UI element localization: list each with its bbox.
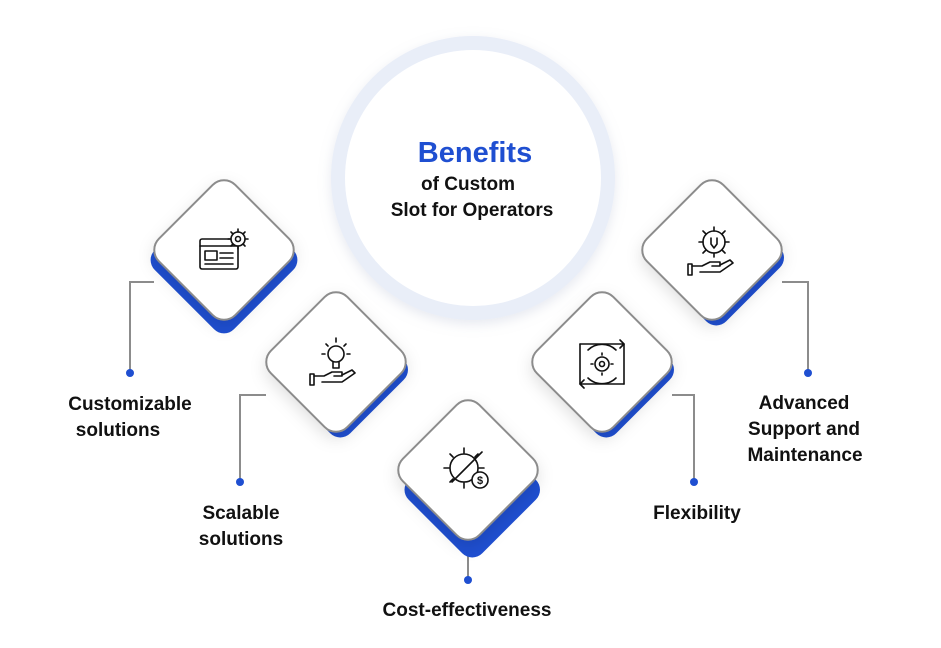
- benefit-label-support: Advanced Support and Maintenance: [747, 393, 862, 466]
- benefit-label-flexibility: Flexibility: [653, 503, 741, 524]
- label-line: Maintenance: [747, 445, 862, 466]
- hand-lightbulb-icon: [309, 337, 356, 386]
- svg-text:$: $: [477, 475, 483, 487]
- center-subtitle-line2: Slot for Operators: [391, 200, 554, 221]
- label-line: Support and: [748, 419, 860, 440]
- browser-settings-icon: [199, 228, 249, 270]
- center-subtitle-line1: of Custom: [421, 174, 515, 195]
- hand-gear-wrench-icon: [687, 226, 734, 276]
- label-line: solutions: [199, 529, 283, 550]
- label-line: Scalable: [202, 503, 279, 524]
- benefit-label-customizable: Customizable solutions: [68, 394, 192, 441]
- benefit-card-support: [641, 179, 783, 321]
- benefit-card-cost-effectiveness: [397, 399, 539, 541]
- gear-cycle-arrows-icon: [579, 339, 625, 389]
- label-line: Flexibility: [653, 503, 741, 524]
- label-line: Customizable: [68, 394, 192, 415]
- label-line: Cost-effectiveness: [383, 600, 552, 621]
- benefit-label-scalable: Scalable solutions: [199, 503, 283, 550]
- center-title: Benefits: [418, 137, 532, 169]
- connector-dots: [126, 369, 812, 584]
- center-badge: Benefits of Custom Slot for Operators: [331, 36, 615, 320]
- label-line: Advanced: [759, 393, 850, 414]
- benefit-card-customizable-face: [153, 179, 295, 321]
- gear-dollar-icon: $: [443, 447, 489, 489]
- label-line: solutions: [76, 420, 160, 441]
- benefit-label-cost: Cost-effectiveness: [383, 600, 552, 621]
